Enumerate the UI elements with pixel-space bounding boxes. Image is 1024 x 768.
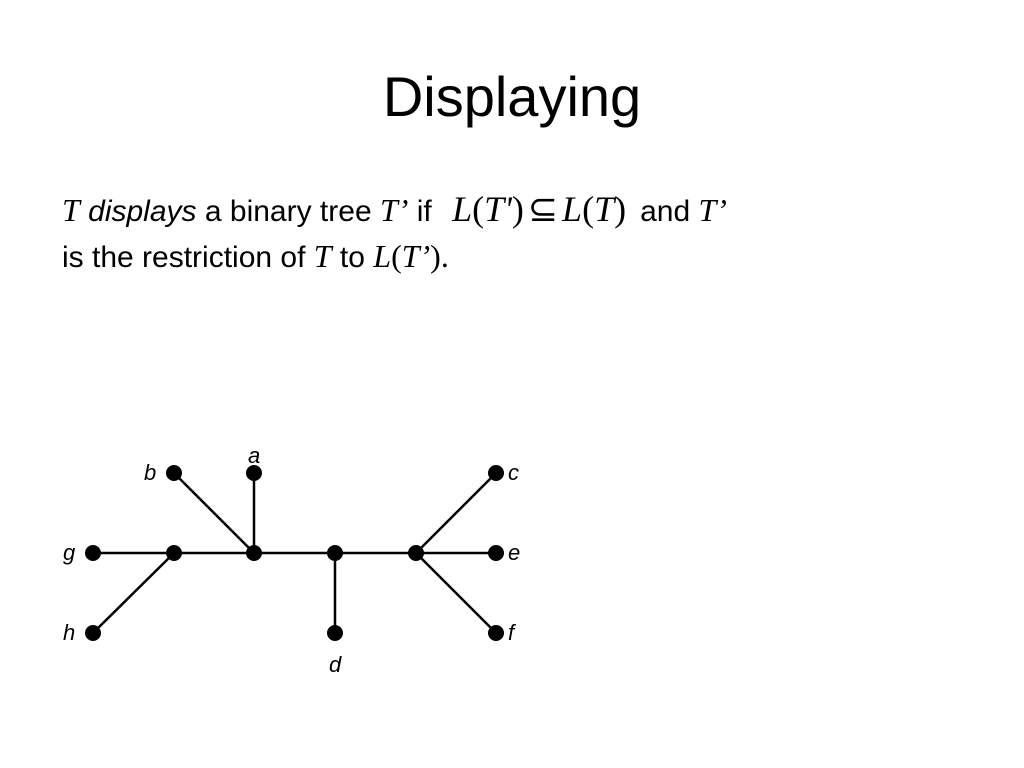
definition-line-1: T displays a binary tree T’ if L(T')⊆L(T… bbox=[62, 188, 727, 230]
paren-close: ). bbox=[430, 238, 449, 274]
edge-n2-b bbox=[173, 472, 255, 554]
edge-n1-h bbox=[92, 552, 175, 634]
leaf-node-f bbox=[488, 625, 504, 641]
symbol-t-prime-3: T’ bbox=[401, 238, 431, 274]
edge-n4-f bbox=[415, 552, 497, 634]
emphasis-displays: displays bbox=[88, 195, 197, 228]
formula-t-prime: T' bbox=[484, 189, 512, 229]
leaf-label-h: h bbox=[63, 620, 75, 645]
symbol-t-2: T bbox=[313, 238, 332, 274]
leaf-label-b: b bbox=[144, 460, 156, 485]
leaf-label-d: d bbox=[329, 652, 342, 677]
tree-edges bbox=[92, 472, 497, 634]
definition-line-2: is the restriction of T to L(T’). bbox=[62, 238, 449, 275]
subset-symbol: ⊆ bbox=[527, 189, 559, 229]
symbol-t: T bbox=[62, 192, 80, 228]
leaf-node-h bbox=[85, 625, 101, 641]
tree-leaf-labels: a b c e f g h d bbox=[63, 443, 520, 677]
leaf-label-f: f bbox=[508, 620, 517, 645]
symbol-t-prime-2: T’ bbox=[698, 192, 727, 228]
leaf-label-e: e bbox=[508, 540, 520, 565]
formula-t: T bbox=[594, 189, 615, 229]
formula-l: L bbox=[452, 189, 473, 229]
internal-node-1 bbox=[166, 545, 182, 561]
subset-formula: L(T')⊆L(T) bbox=[452, 188, 626, 230]
edge-n4-c bbox=[415, 472, 497, 554]
text-to: to bbox=[331, 241, 374, 274]
formula-lparen: ( bbox=[472, 189, 485, 229]
text-is-restriction: is the restriction of bbox=[62, 241, 314, 274]
leaf-label-c: c bbox=[508, 460, 519, 485]
text-if: if bbox=[408, 195, 432, 228]
formula-l2: L bbox=[562, 189, 583, 229]
slide-title: Displaying bbox=[382, 65, 642, 128]
leaf-label-g: g bbox=[63, 540, 76, 565]
internal-node-3 bbox=[327, 545, 343, 561]
tree-nodes bbox=[85, 465, 504, 641]
internal-node-4 bbox=[408, 545, 424, 561]
leaf-node-a bbox=[246, 465, 262, 481]
leaf-node-d bbox=[327, 625, 343, 641]
paren-open: ( bbox=[391, 238, 402, 274]
leaf-node-c bbox=[488, 465, 504, 481]
symbol-t-prime: T’ bbox=[379, 192, 409, 228]
symbol-l: L bbox=[373, 238, 392, 274]
leaf-node-g bbox=[85, 545, 101, 561]
leaf-label-a: a bbox=[248, 443, 260, 468]
leaf-node-b bbox=[166, 465, 182, 481]
internal-node-2 bbox=[246, 545, 262, 561]
formula-rparen: ) bbox=[511, 189, 524, 229]
formula-lparen2: ( bbox=[582, 189, 595, 229]
leaf-node-e bbox=[488, 545, 504, 561]
text-and: and bbox=[640, 195, 699, 228]
text-a-binary-tree: a binary tree bbox=[196, 195, 380, 228]
formula-rparen2: ) bbox=[614, 189, 627, 229]
